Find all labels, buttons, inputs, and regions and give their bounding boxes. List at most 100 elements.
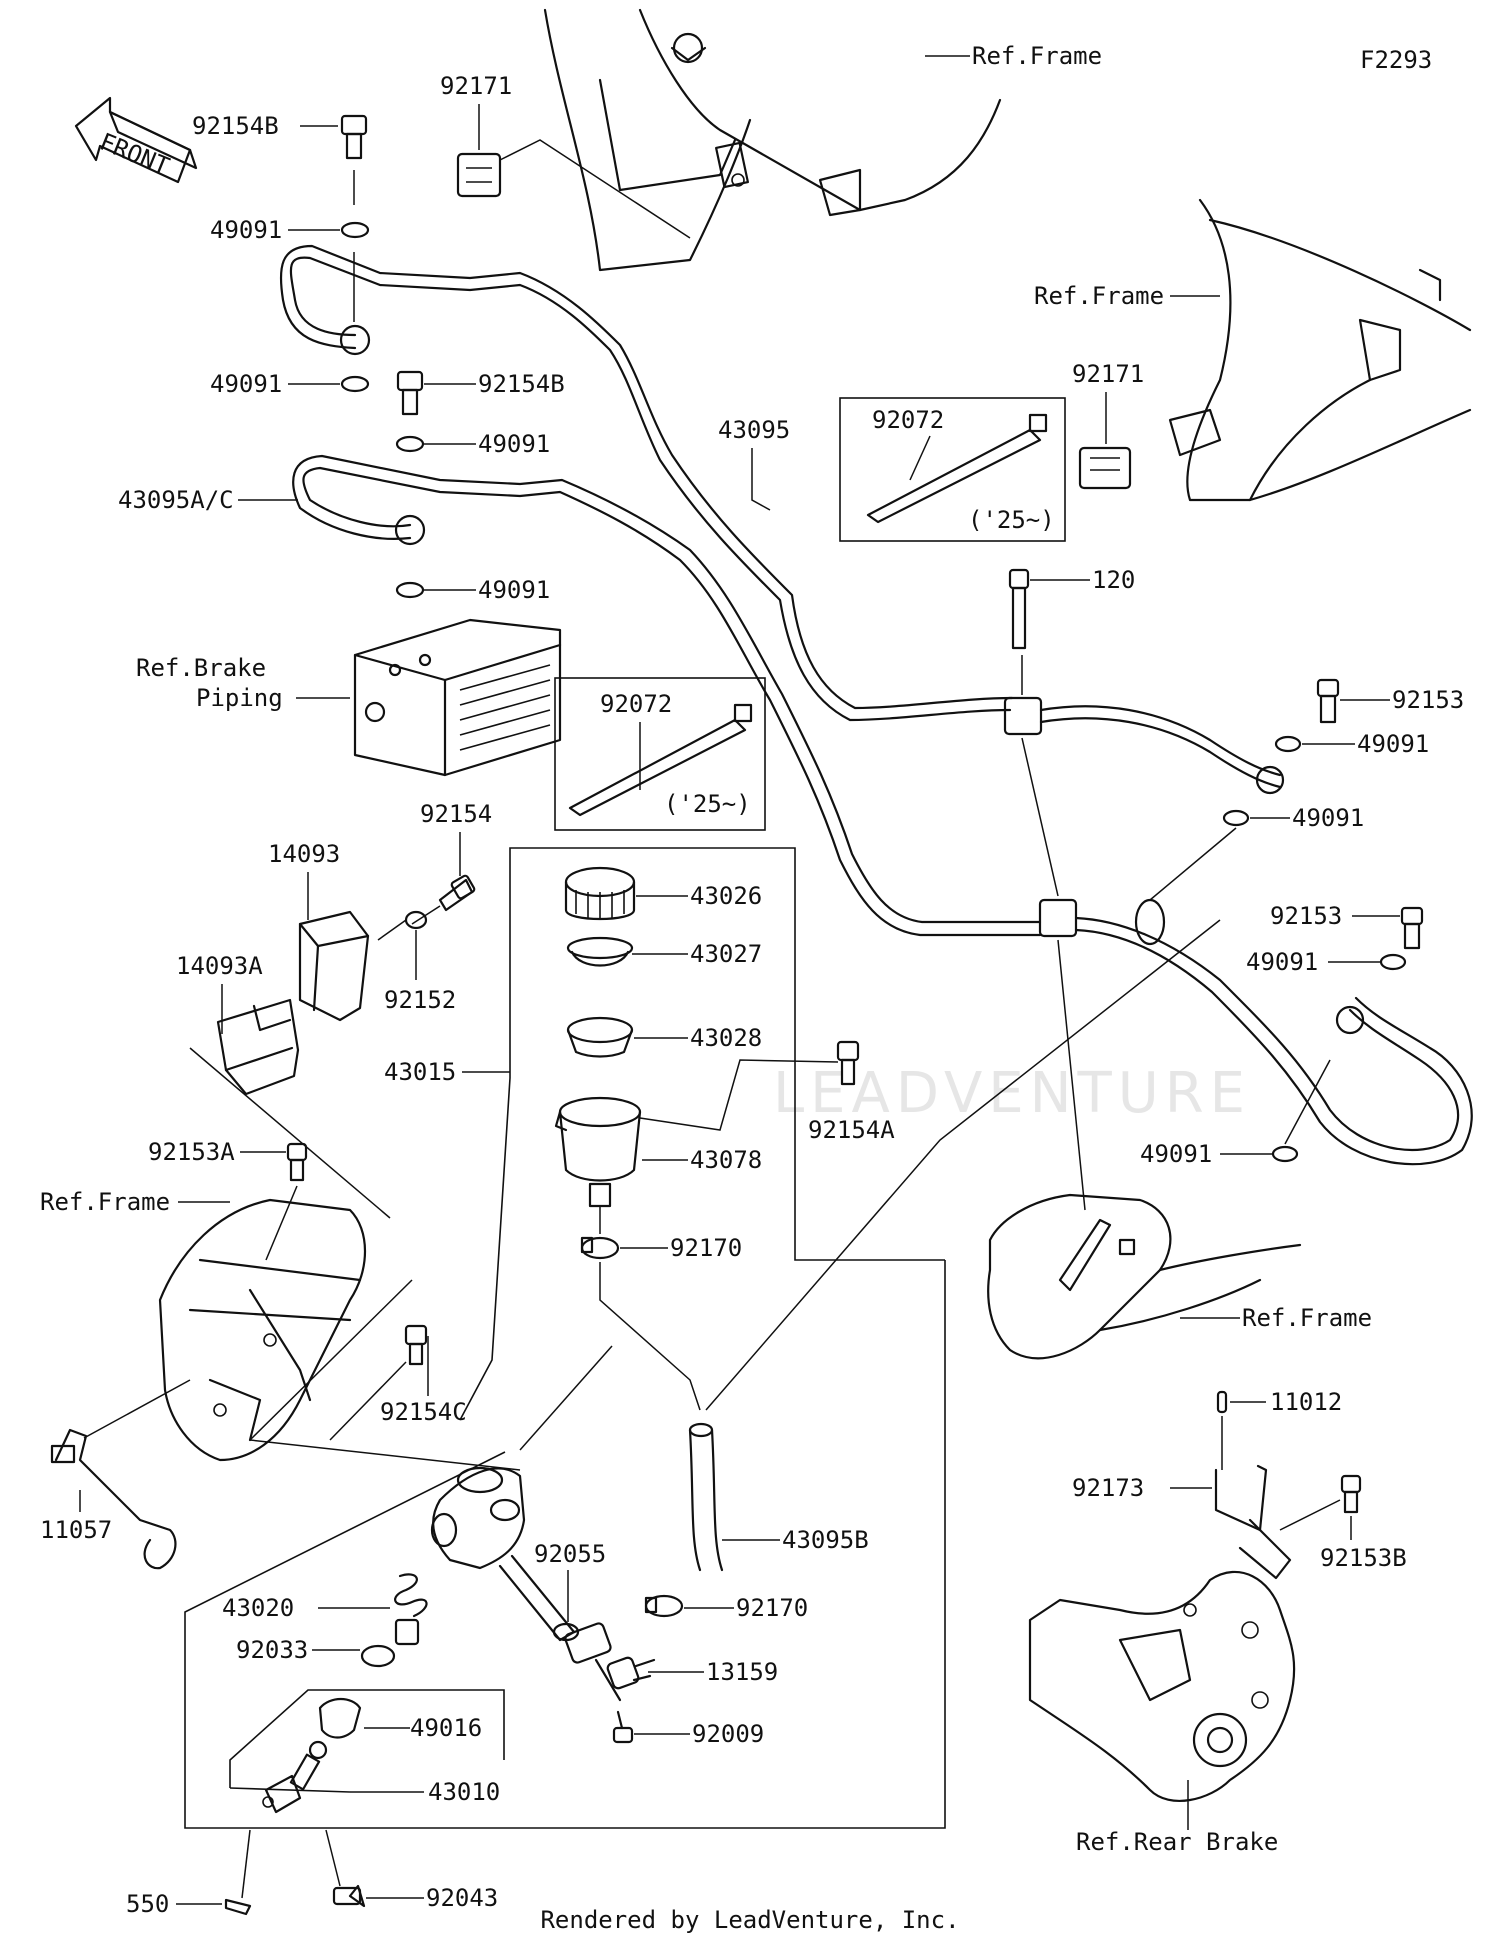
circlip-92033 (360, 1644, 396, 1668)
washer-49091-4 (395, 581, 425, 599)
bolt-92153-2 (1400, 906, 1424, 950)
boot-49016 (318, 1697, 362, 1739)
guard-14093A (216, 998, 300, 1096)
brake-pipe-43095A-C (292, 454, 1042, 937)
label-49016: 49016 (410, 1714, 482, 1742)
label-11012: 11012 (1270, 1388, 1342, 1416)
label-92170-1: 92170 (670, 1234, 742, 1262)
pin-550 (224, 1898, 252, 1916)
ref-frame-label-2: Ref.Frame (1034, 282, 1164, 310)
clamp-92170-1 (580, 1236, 620, 1260)
washer-49091-8 (1271, 1145, 1299, 1163)
top-frame-ref (543, 8, 1002, 272)
label-49091-1: 49091 (210, 216, 282, 244)
bolt-120 (1008, 568, 1030, 650)
ref-frame-label-4: Ref.Frame (40, 1188, 170, 1216)
ref-frame-label-1: Ref.Frame (972, 42, 1102, 70)
cap-43026 (564, 866, 636, 921)
label-14093: 14093 (268, 840, 340, 868)
ref-brake-label-2: Piping (196, 684, 283, 712)
fitting-13159 (606, 1656, 656, 1690)
bolt-92153B (1340, 1474, 1362, 1514)
watermark: LEADVENTURE (773, 1061, 1251, 1126)
label-49091-4: 49091 (478, 576, 550, 604)
ref-brake-label-1: Ref.Brake (136, 654, 266, 682)
label-92153B: 92153B (1320, 1544, 1407, 1572)
label-43027: 43027 (690, 940, 762, 968)
brake-hose-right (1039, 705, 1473, 1166)
washer-49091-5 (1274, 735, 1302, 753)
label-92153-1: 92153 (1392, 686, 1464, 714)
date-note-2: ('25~) (664, 790, 751, 818)
group-box-43015 (509, 847, 945, 1261)
label-43015: 43015 (384, 1058, 456, 1086)
label-43095AC: 43095A/C (118, 486, 234, 514)
abs-unit (353, 618, 562, 777)
cable-tie-box-2 (554, 677, 766, 831)
right-mid-frame-ref (987, 1193, 1302, 1360)
label-92171-right: 92171 (1072, 360, 1144, 388)
reservoir-43078 (554, 1096, 642, 1208)
bolt-92154A (836, 1040, 860, 1086)
washer-49091-7 (1379, 953, 1407, 971)
bolt-92153A (286, 1142, 308, 1182)
master-cylinder-body (430, 1466, 622, 1702)
label-43078: 43078 (690, 1146, 762, 1174)
pushrod-43010 (262, 1740, 328, 1814)
label-92153A: 92153A (148, 1138, 235, 1166)
washer-49091-6 (1222, 809, 1250, 827)
label-92154C: 92154C (380, 1398, 467, 1426)
label-92055: 92055 (534, 1540, 606, 1568)
rod-92173 (1214, 1464, 1292, 1580)
label-550: 550 (126, 1890, 169, 1918)
label-49091-6: 49091 (1292, 804, 1364, 832)
label-49091-2: 49091 (210, 370, 282, 398)
group-box-49016 (229, 1689, 505, 1788)
washer-49091-3 (395, 435, 425, 453)
washer-49091-1 (340, 221, 370, 239)
pin-11012 (1216, 1390, 1228, 1414)
label-49091-5: 49091 (1357, 730, 1429, 758)
bolt-92154 (438, 874, 476, 912)
pin-92043 (332, 1884, 366, 1908)
label-92033: 92033 (236, 1636, 308, 1664)
clamp-92170-2 (644, 1594, 684, 1618)
clip-92171-right (1078, 446, 1132, 490)
bolt-92154C (404, 1324, 428, 1366)
label-92072-2: 92072 (600, 690, 672, 718)
guard-14093 (298, 910, 370, 1022)
brake-pipe-43095 (279, 244, 1014, 722)
group-box-43010-outer (184, 1260, 946, 1829)
washer-92152 (404, 910, 428, 930)
bolt-92154B-1 (340, 114, 368, 160)
label-92173: 92173 (1072, 1474, 1144, 1502)
label-92171-top: 92171 (440, 72, 512, 100)
clip-92171-top (456, 152, 502, 198)
label-120: 120 (1092, 566, 1135, 594)
label-92154B-1: 92154B (192, 112, 279, 140)
date-note-1: ('25~) (968, 506, 1055, 534)
label-92152: 92152 (384, 986, 456, 1014)
label-92153-2: 92153 (1270, 902, 1342, 930)
label-43010: 43010 (428, 1778, 500, 1806)
screw-92009 (612, 1710, 634, 1744)
label-92154B-2: 92154B (478, 370, 565, 398)
bolt-92153-1 (1316, 678, 1340, 724)
ref-rear-brake-label: Ref.Rear Brake (1076, 1828, 1278, 1856)
label-92072-1: 92072 (872, 406, 944, 434)
label-14093A: 14093A (176, 952, 263, 980)
plate-43028 (566, 1016, 634, 1058)
leader-43010-box (229, 1787, 351, 1793)
bolt-92154B-2 (396, 370, 424, 416)
right-upper-frame-ref (1168, 198, 1472, 502)
label-13159: 13159 (706, 1658, 778, 1686)
label-92170-2: 92170 (736, 1594, 808, 1622)
cable-tie-box-1 (839, 397, 1066, 542)
label-43026: 43026 (690, 882, 762, 910)
front-arrow-icon: FRONT (74, 96, 198, 184)
label-49091-7: 49091 (1246, 948, 1318, 976)
label-92154: 92154 (420, 800, 492, 828)
hose-43095B (688, 1422, 724, 1572)
label-43095B: 43095B (782, 1526, 869, 1554)
